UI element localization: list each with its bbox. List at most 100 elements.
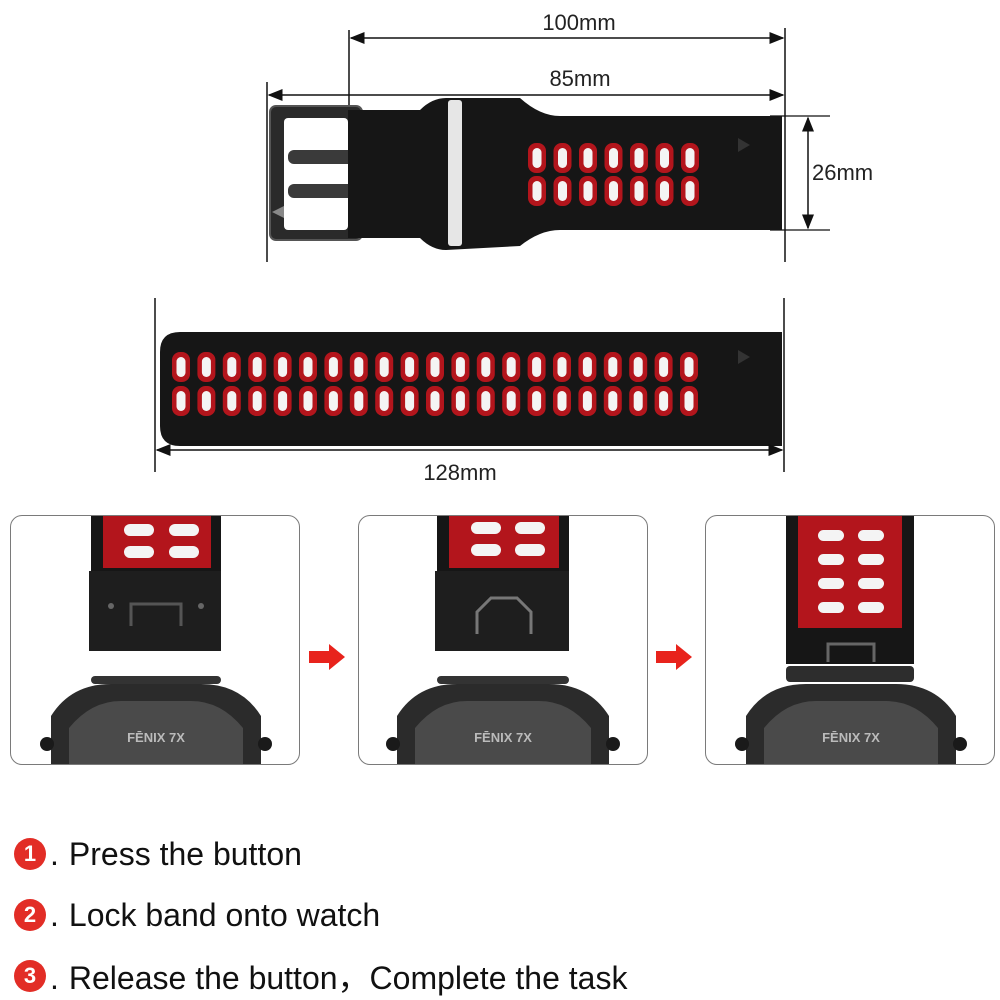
strap-hole-inner xyxy=(252,357,262,377)
strap-hole-inner xyxy=(201,391,211,411)
strap-hole xyxy=(858,554,884,565)
strap-hole-inner xyxy=(582,391,592,411)
buckle-prong xyxy=(288,150,366,164)
strap-hole xyxy=(124,524,154,536)
strap-hole-inner xyxy=(227,357,237,377)
step-panel-1: FĒNIX 7X xyxy=(10,515,300,765)
quick-release-plate xyxy=(89,571,221,651)
step-3-text: Release the button，Complete the task xyxy=(68,960,628,996)
dimension-label-85mm: 85mm xyxy=(549,66,610,91)
strap-hole-inner xyxy=(354,357,364,377)
strap-hole-inner xyxy=(405,357,415,377)
strap-hole-inner xyxy=(303,391,313,411)
strap-hole-inner xyxy=(660,148,669,168)
strap-hole xyxy=(818,554,844,565)
strap-hole-inner xyxy=(328,357,338,377)
strap-hole xyxy=(124,546,154,558)
release-latch xyxy=(475,596,533,634)
strap-hole xyxy=(515,522,545,534)
release-latch xyxy=(129,602,183,626)
step-number-badge: 2 xyxy=(14,899,46,931)
watch-bezel xyxy=(764,701,938,764)
strap-hole-inner xyxy=(252,391,262,411)
strap-hole-inner xyxy=(379,391,389,411)
watch-button xyxy=(606,737,620,751)
strap-hole-inner xyxy=(532,391,542,411)
long-strap-diagram: 128mm xyxy=(154,298,785,485)
strap-hole-inner xyxy=(609,181,618,201)
step-1: 1 .Press the button xyxy=(14,832,302,876)
strap-hole xyxy=(471,544,501,556)
step-2: 2 .Lock band onto watch xyxy=(14,893,380,937)
short-strap-diagram: 100mm 85mm 26mm xyxy=(266,10,873,262)
strap-hole xyxy=(471,522,501,534)
watch-label: FĒNIX 7X xyxy=(822,730,880,745)
strap-hole-inner xyxy=(685,181,695,201)
strap-hole-inner xyxy=(506,391,516,411)
strap-hole-inner xyxy=(633,357,643,377)
strap-hole-inner xyxy=(455,391,465,411)
dimension-label-128mm: 128mm xyxy=(423,460,496,485)
watch-pin-bar xyxy=(437,676,569,684)
strap-hole-inner xyxy=(557,357,567,377)
strap-hole-inner xyxy=(328,391,338,411)
watch-label: FĒNIX 7X xyxy=(127,730,185,745)
watch-button xyxy=(386,737,400,751)
direction-mark-icon xyxy=(738,138,750,152)
buckle-inner xyxy=(284,118,348,230)
dimension-label-100mm: 100mm xyxy=(542,10,615,35)
strap-hole-inner xyxy=(583,148,593,168)
strap-hole-inner xyxy=(634,148,644,168)
strap-hole-inner xyxy=(558,181,567,201)
strap-hole-inner xyxy=(660,181,669,201)
step-panel-2: FĒNIX 7X xyxy=(358,515,648,765)
strap-hole-inner xyxy=(634,181,644,201)
strap-hole-inner xyxy=(201,357,211,377)
strap-keeper xyxy=(448,100,462,246)
strap-hole-inner xyxy=(608,357,618,377)
strap-hole-inner xyxy=(609,148,618,168)
screw xyxy=(108,603,114,609)
step-number-badge: 3 xyxy=(14,960,46,992)
strap-hole-inner xyxy=(633,391,643,411)
strap-hole-inner xyxy=(430,357,440,377)
strap-hole-inner xyxy=(303,357,313,377)
watch-button xyxy=(953,737,967,751)
strap-holes xyxy=(172,352,698,416)
next-step-arrow-icon xyxy=(309,644,345,670)
strap-body xyxy=(348,98,782,250)
strap-hole-inner xyxy=(532,357,542,377)
strap-hole xyxy=(818,530,844,541)
strap-hole-inner xyxy=(176,391,186,411)
direction-mark-icon xyxy=(272,206,284,218)
next-step-arrow-icon xyxy=(656,644,692,670)
strap-hole-inner xyxy=(278,391,288,411)
step-1-text: Press the button xyxy=(68,835,302,872)
strap-hole-inner xyxy=(430,391,440,411)
strap-hole xyxy=(858,578,884,589)
strap-hole xyxy=(169,546,199,558)
watch-pin-bar xyxy=(786,666,914,682)
watch-label: FĒNIX 7X xyxy=(474,730,532,745)
watch-bezel xyxy=(69,701,243,764)
strap-hole-inner xyxy=(278,357,288,377)
strap-hole-inner xyxy=(659,391,669,411)
strap-hole-inner xyxy=(481,357,491,377)
watch-bezel xyxy=(415,701,591,764)
strap-hole-inner xyxy=(684,357,694,377)
strap-red-section xyxy=(798,516,902,628)
quick-release-plate xyxy=(435,571,569,651)
strap-hole-inner xyxy=(227,391,237,411)
strap-hole xyxy=(818,602,844,613)
step-2-text: Lock band onto watch xyxy=(68,896,381,933)
strap-hole-inner xyxy=(532,148,542,168)
strap-hole xyxy=(169,524,199,536)
step-panel-3: FĒNIX 7X xyxy=(705,515,995,765)
strap-red-section xyxy=(103,516,211,568)
strap-hole-inner xyxy=(558,148,567,168)
strap-hole-inner xyxy=(583,181,593,201)
strap-hole-inner xyxy=(684,391,694,411)
strap-hole xyxy=(858,602,884,613)
watch-pin-bar xyxy=(91,676,221,684)
